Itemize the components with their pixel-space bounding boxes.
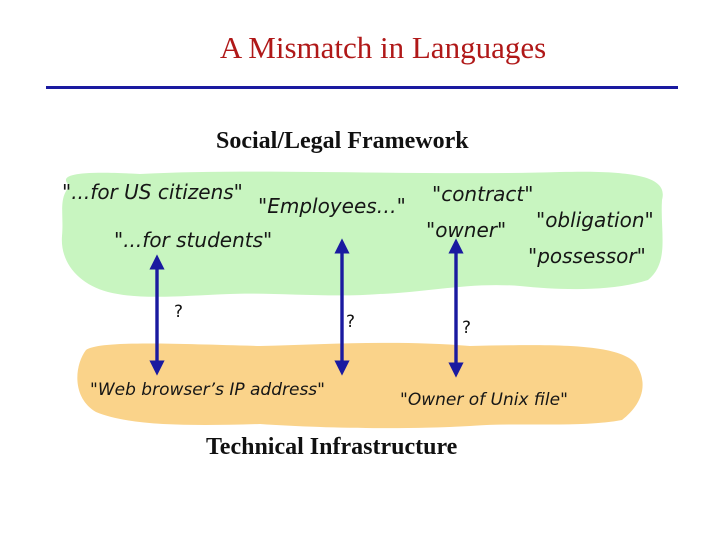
term-possessor: "possessor" [528, 244, 646, 268]
term-students: "...for students" [114, 228, 273, 252]
technical-heading: Technical Infrastructure [206, 434, 458, 460]
term-owner: "owner" [426, 218, 507, 242]
title-underline [46, 86, 678, 89]
term-us-citizens: "...for US citizens" [62, 180, 243, 204]
term-unix-owner: "Owner of Unix file" [400, 390, 568, 410]
social-legal-heading: Social/Legal Framework [216, 128, 469, 154]
social-legal-region [61, 171, 663, 297]
question-mark-2: ? [346, 312, 356, 332]
term-obligation: "obligation" [536, 208, 654, 232]
term-employees: "Employees…" [258, 194, 406, 218]
question-mark-1: ? [174, 302, 184, 322]
question-mark-3: ? [462, 318, 472, 338]
term-contract: "contract" [432, 182, 534, 206]
term-ip-address: "Web browser’s IP address" [90, 380, 325, 400]
technical-region [77, 342, 643, 429]
slide-title: A Mismatch in Languages [219, 30, 547, 65]
